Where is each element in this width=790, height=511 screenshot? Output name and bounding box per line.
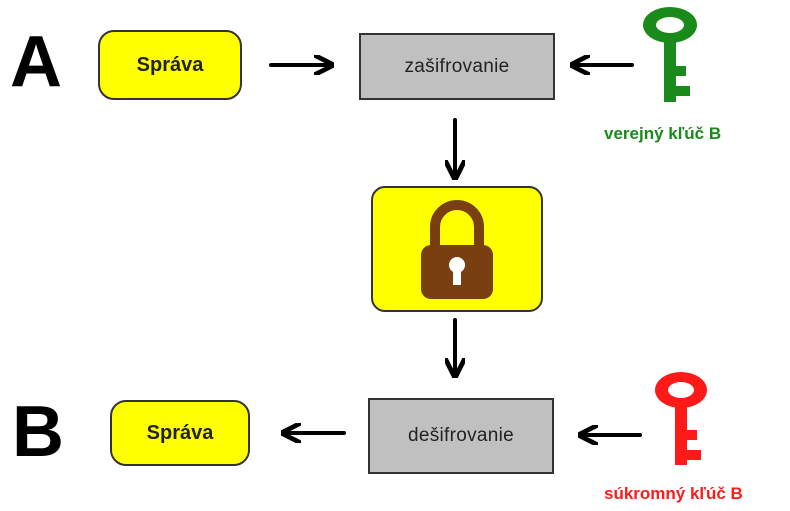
public-key-label: verejný kľúč B xyxy=(604,124,722,143)
sender-message-label: Správa xyxy=(136,53,204,76)
receiver-letter: B xyxy=(12,392,64,472)
receiver-message-box: Správa xyxy=(110,400,250,466)
sender-letter: A xyxy=(10,22,62,102)
receiver-message-label: Správa xyxy=(146,421,214,444)
encryption-box: zašifrovanie xyxy=(359,33,555,100)
decryption-label: dešifrovanie xyxy=(407,425,515,446)
encrypted-message-box xyxy=(371,186,543,312)
decryption-box: dešifrovanie xyxy=(368,398,554,474)
sender-message-box: Správa xyxy=(98,30,242,100)
encryption-label: zašifrovanie xyxy=(404,55,510,77)
padlock-icon xyxy=(421,200,493,299)
private-key-label: súkromný kľúč B xyxy=(604,484,743,503)
